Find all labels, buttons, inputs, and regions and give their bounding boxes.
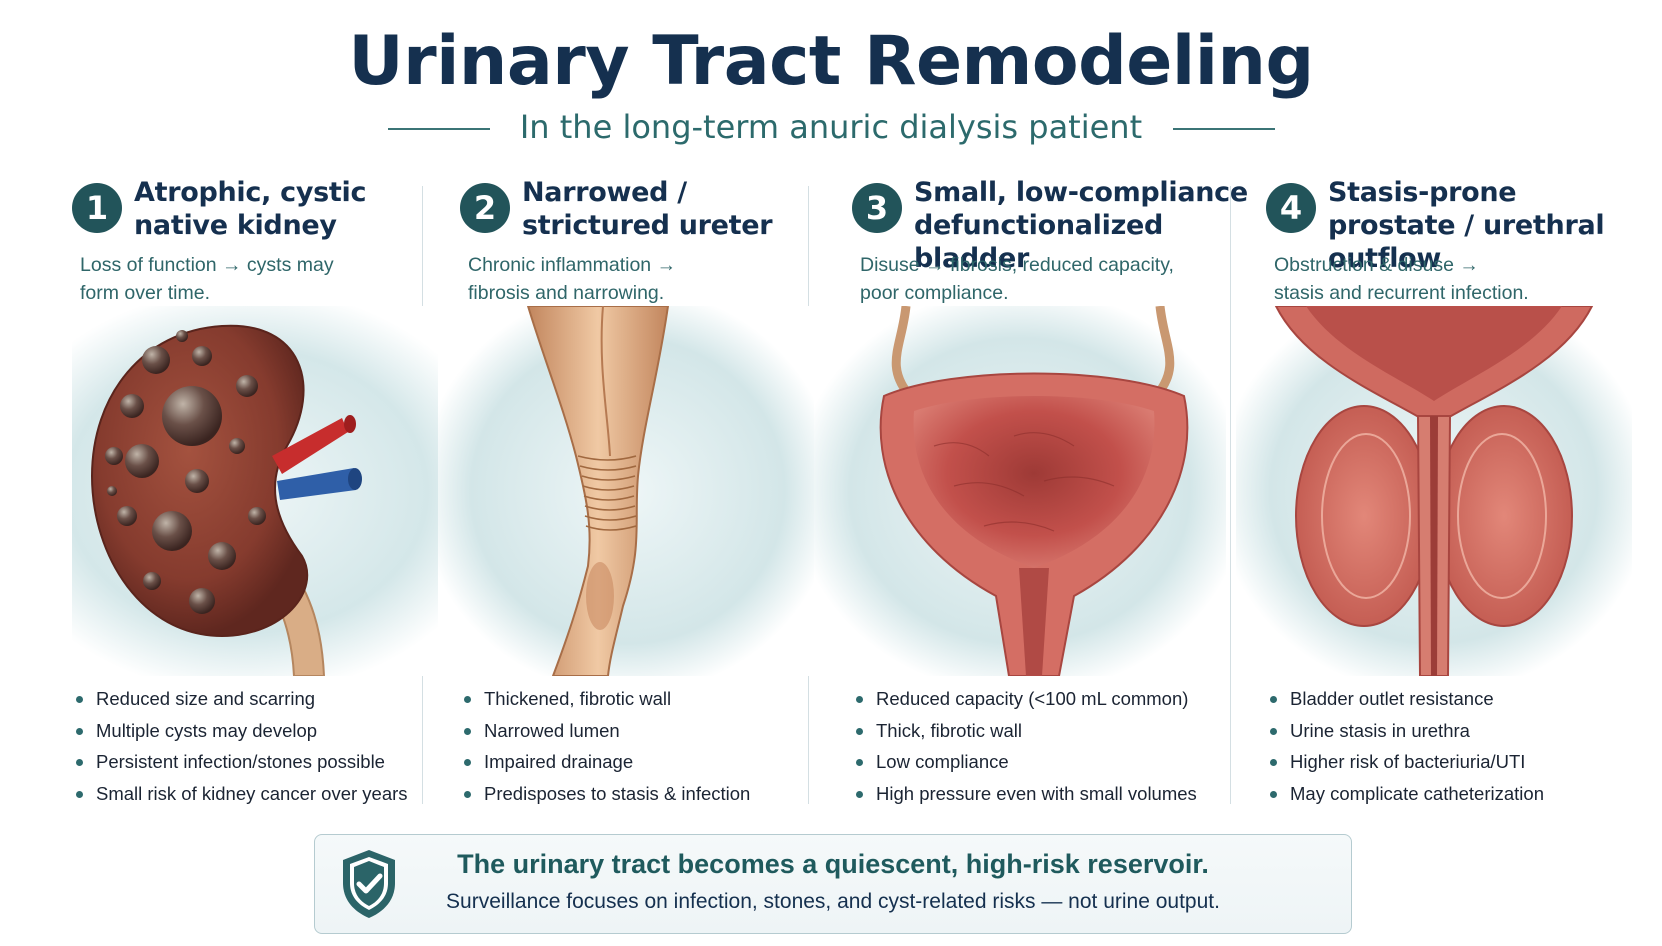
panel-ureter: 2 Narrowed /strictured ureter Chronic in…	[438, 176, 872, 804]
step-number: 1	[72, 183, 122, 233]
summary-callout: The urinary tract becomes a quiescent, h…	[314, 834, 1352, 934]
bullet-list: Bladder outlet resistance Urine stasis i…	[1268, 683, 1544, 809]
list-item: Low compliance	[854, 746, 1197, 778]
bullet-list: Thickened, fibrotic wall Narrowed lumen …	[462, 683, 750, 809]
bladder-illustration	[814, 306, 1264, 676]
panel-title: Narrowed /strictured ureter	[522, 177, 773, 241]
subtitle-rule-left	[388, 128, 490, 130]
list-item: Narrowed lumen	[462, 715, 750, 747]
panel-description: Obstruction & disuse →stasis and recurre…	[1274, 254, 1529, 304]
summary-headline: The urinary tract becomes a quiescent, h…	[457, 849, 1209, 879]
ureter-illustration	[438, 306, 872, 676]
list-item: Reduced capacity (<100 mL common)	[854, 683, 1197, 715]
list-item: High pressure even with small volumes	[854, 778, 1197, 810]
panel-description: Disuse → fibrosis, reduced capacity,poor…	[860, 254, 1174, 304]
bullet-list: Reduced capacity (<100 mL common) Thick,…	[854, 683, 1197, 809]
bullet-list: Reduced size and scarring Multiple cysts…	[74, 683, 408, 809]
step-number: 3	[852, 183, 902, 233]
shield-check-icon	[343, 850, 395, 918]
subtitle-rule-right	[1173, 128, 1275, 130]
list-item: Bladder outlet resistance	[1268, 683, 1544, 715]
subtitle-row: In the long-term anuric dialysis patient	[0, 104, 1662, 154]
list-item: Persistent infection/stones possible	[74, 746, 408, 778]
step-number: 4	[1266, 183, 1316, 233]
list-item: May complicate catheterization	[1268, 778, 1544, 810]
list-item: Urine stasis in urethra	[1268, 715, 1544, 747]
list-item: Thickened, fibrotic wall	[462, 683, 750, 715]
list-item: Small risk of kidney cancer over years	[74, 778, 408, 810]
panel-divider	[1230, 186, 1231, 804]
panel-description: Chronic inflammation →fibrosis and narro…	[468, 254, 677, 304]
prostate-illustration	[1236, 306, 1662, 676]
summary-subtext: Surveillance focuses on infection, stone…	[446, 890, 1220, 913]
page-title: Urinary Tract Remodeling	[348, 22, 1314, 101]
step-number: 2	[460, 183, 510, 233]
list-item: Multiple cysts may develop	[74, 715, 408, 747]
kidney-illustration	[72, 306, 484, 676]
list-item: Thick, fibrotic wall	[854, 715, 1197, 747]
list-item: Reduced size and scarring	[74, 683, 408, 715]
page-subtitle: In the long-term anuric dialysis patient	[519, 108, 1143, 146]
list-item: Impaired drainage	[462, 746, 750, 778]
list-item: Higher risk of bacteriuria/UTI	[1268, 746, 1544, 778]
list-item: Predisposes to stasis & infection	[462, 778, 750, 810]
